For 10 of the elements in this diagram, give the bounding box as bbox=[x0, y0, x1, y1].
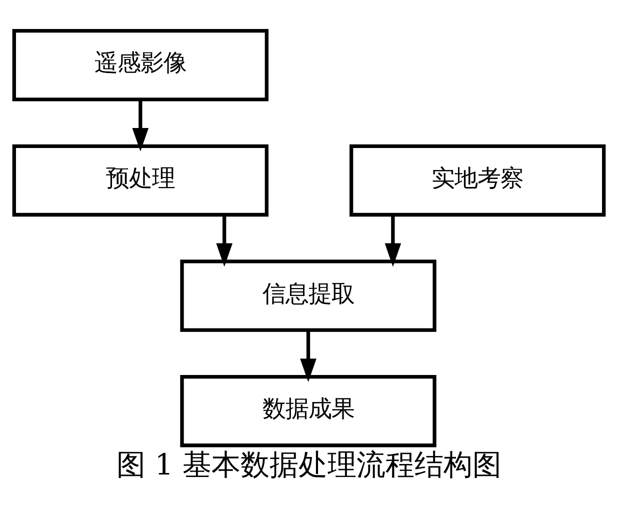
arrow bbox=[132, 99, 149, 151]
node-box: 遥感影像 bbox=[12, 28, 268, 101]
node-box: 实地考察 bbox=[350, 144, 606, 216]
arrow bbox=[384, 214, 402, 266]
node-box: 数据成果 bbox=[180, 374, 436, 447]
arrow bbox=[300, 330, 316, 382]
node-box: 预处理 bbox=[12, 144, 268, 216]
arrow bbox=[216, 214, 233, 266]
node-box: 信息提取 bbox=[180, 259, 436, 332]
caption: 图 1 基本数据处理流程结构图 bbox=[116, 447, 502, 482]
